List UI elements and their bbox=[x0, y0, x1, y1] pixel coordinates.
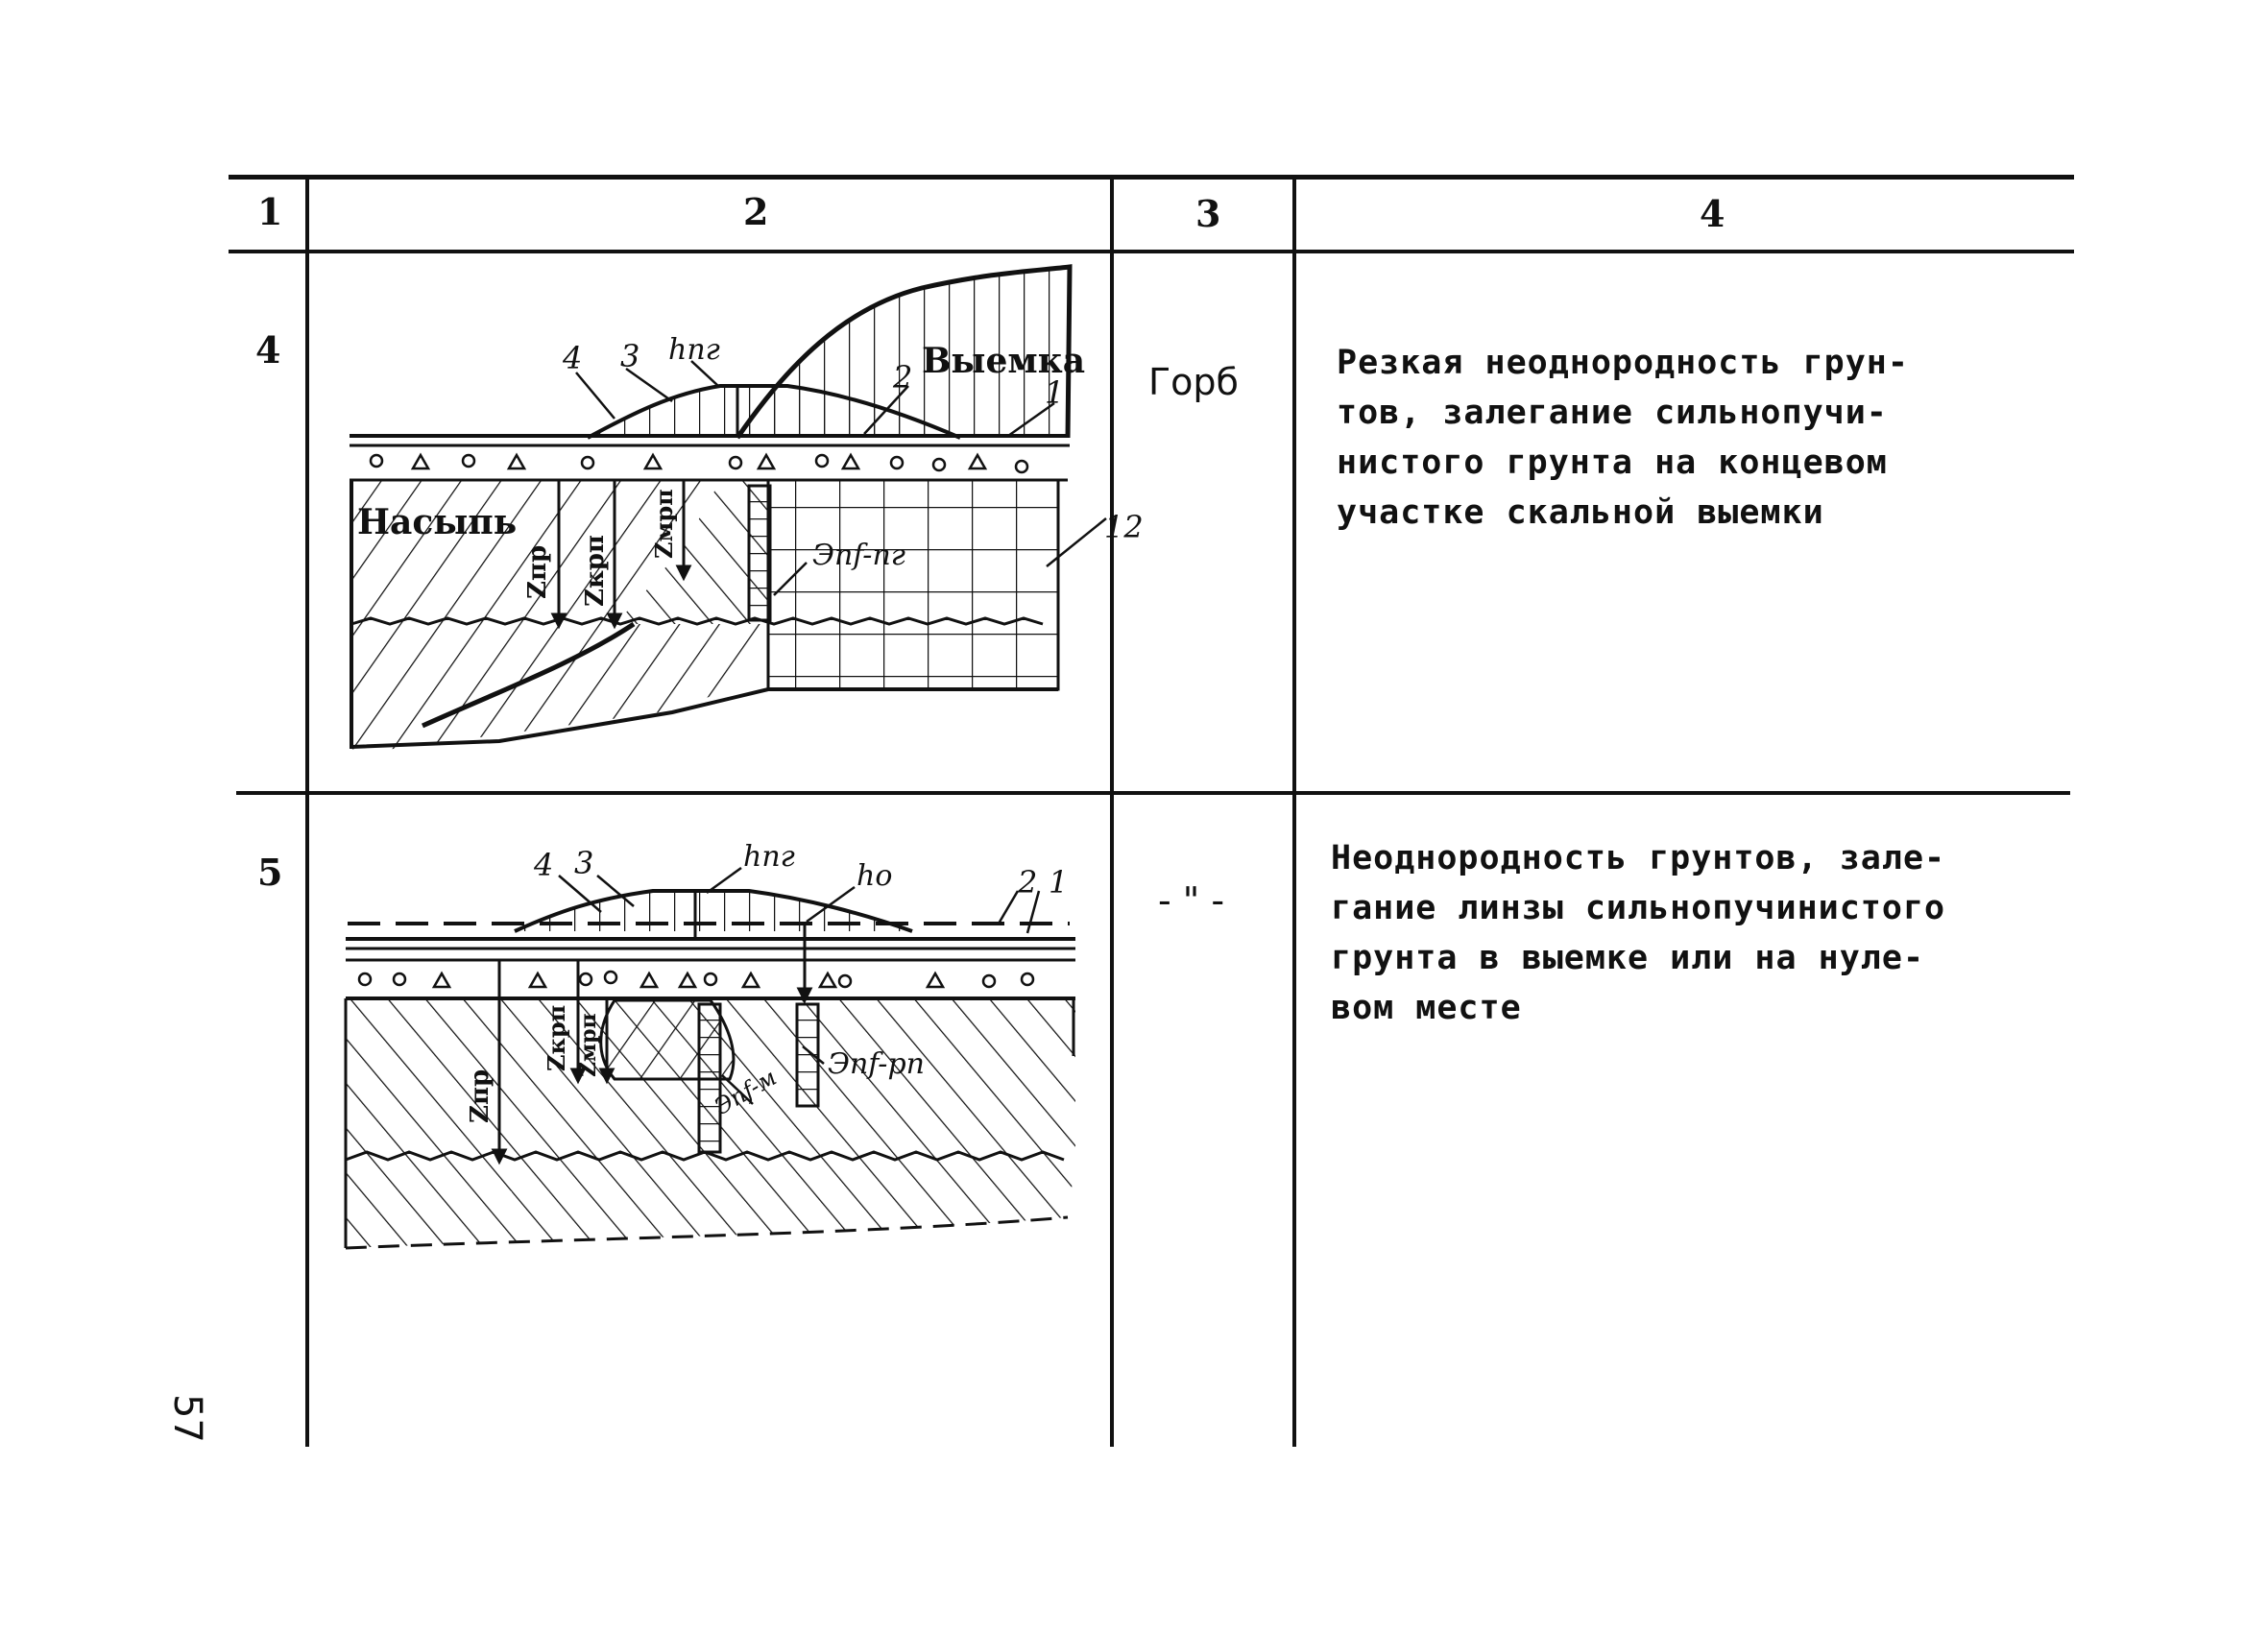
row-4-label-fill: Насыпь bbox=[357, 502, 517, 542]
row-4-label-z-krp: Zкрп bbox=[581, 535, 610, 607]
row-5-label-e-pg: Эпf-рп bbox=[828, 1047, 925, 1081]
col-divider-2 bbox=[1110, 175, 1114, 1447]
header-col-3: 3 bbox=[1195, 192, 1221, 235]
row-4-type: Горб bbox=[1148, 361, 1239, 403]
row-4-desc-line-2: тов, залегание сильнопучи- bbox=[1337, 394, 1888, 432]
row-4-label-n4: 4 bbox=[562, 340, 582, 376]
row-5-desc-line-4: вом месте bbox=[1331, 989, 1522, 1027]
row-5-label-n1: 1 bbox=[1049, 864, 1068, 901]
row-5-label-h-pg: hпг bbox=[743, 840, 795, 874]
row-5-number: 5 bbox=[257, 851, 283, 894]
row-4-desc-line-3: нистого грунта на концевом bbox=[1337, 444, 1888, 482]
row-4-number: 4 bbox=[255, 328, 281, 372]
header-col-4: 4 bbox=[1700, 192, 1725, 235]
table-top-rule bbox=[229, 175, 2074, 180]
header-col-2: 2 bbox=[743, 190, 769, 233]
row-4-desc-line-1: Резкая неоднородность грун- bbox=[1337, 344, 1909, 382]
row-5-label-n2: 2 bbox=[1017, 864, 1037, 901]
row-4-label-n2: 2 bbox=[892, 359, 912, 396]
row-4-label-z-pr: Zпр bbox=[523, 545, 552, 599]
row-5-label-n3: 3 bbox=[574, 845, 593, 881]
row-4-label-h-pg: hпг bbox=[668, 333, 720, 367]
row-4-label-n1: 1 bbox=[1045, 374, 1064, 411]
row-5-desc-line-3: грунта в выемке или на нуле- bbox=[1331, 939, 1925, 977]
col-divider-3 bbox=[1292, 175, 1296, 1447]
row-4-label-cut: Выемка bbox=[922, 341, 1085, 381]
header-col-1: 1 bbox=[257, 190, 283, 233]
row-4-desc-line-4: участке скальной выемки bbox=[1337, 493, 1824, 532]
row-4-label-e-pg: Эпf-пг bbox=[812, 539, 905, 572]
row-5-desc-line-1: Неоднородность грунтов, зале- bbox=[1331, 839, 1946, 877]
header-bottom-rule bbox=[229, 250, 2074, 253]
row-5-label-h-o: hо bbox=[857, 859, 892, 893]
row-5-label-z-pr: Zпр bbox=[466, 1069, 495, 1123]
row-4-label-n12: 12 bbox=[1104, 509, 1144, 545]
row-5-type: - " - bbox=[1158, 879, 1225, 922]
row-5-label-z-mrp: Zмрп bbox=[576, 1013, 601, 1077]
col-divider-1 bbox=[305, 175, 309, 1447]
row-5-label-n4: 4 bbox=[533, 847, 553, 883]
row-5-desc-line-2: гание линзы сильнопучинистого bbox=[1331, 889, 1946, 927]
row-4-label-n3: 3 bbox=[620, 338, 639, 374]
row-divider bbox=[236, 791, 2070, 795]
row-5-label-z-krp: Zкрп bbox=[543, 1005, 570, 1071]
row-4-label-z-mrp: Zмрп bbox=[650, 489, 678, 559]
